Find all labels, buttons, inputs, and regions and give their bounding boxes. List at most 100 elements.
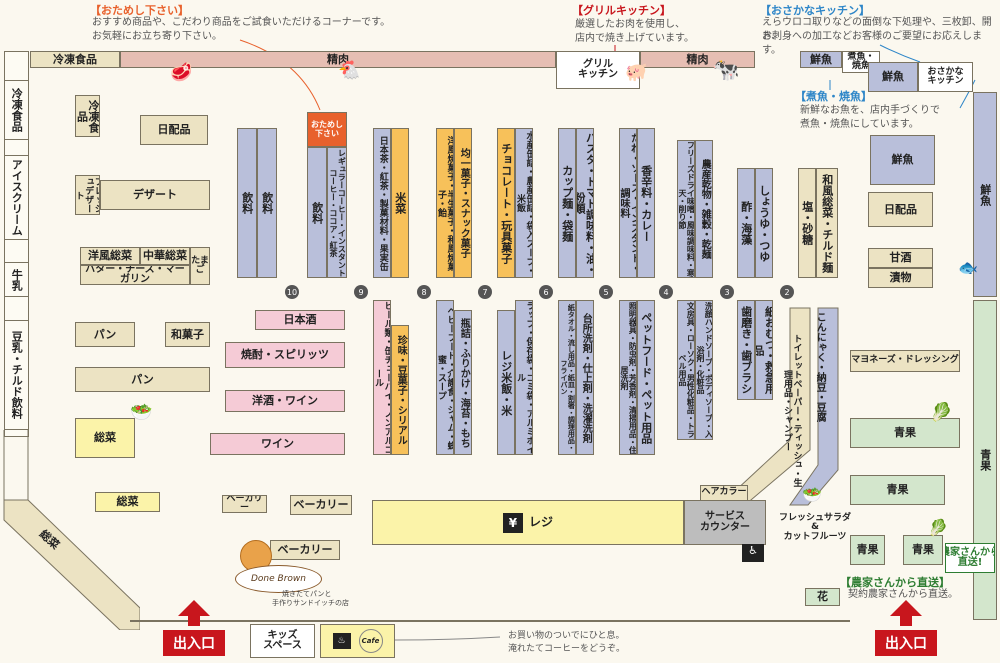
aisle-lighting: 照明器具・防虫剤・芳香剤・清掃用品・住居洗剤 (619, 300, 637, 455)
grill-note-title: 【グリルキッチン】 (572, 4, 671, 17)
aisle-spices: 香辛料・カレー (637, 128, 655, 278)
wall-meat-2: 精肉 (640, 51, 755, 68)
aisle-chinmi: 珍味・豆菓子・シリアル (391, 325, 409, 455)
cafe-logo: Cafe (358, 629, 383, 653)
wall-soy-milk: 豆乳・チルド飲料 (4, 320, 29, 430)
bakery-note-1: 焼きたてパンと (282, 590, 332, 598)
konnyaku-tofu: こんにゃく・納豆・豆腐 (814, 312, 826, 422)
bakery-note-2: 手作りサンドイッチの店 (272, 599, 349, 607)
aisle-baby-food: ベビーフード・介護食・ジャム・蜂蜜・スープ (436, 300, 454, 455)
western-sozai: 洋風総菜 (80, 247, 140, 265)
aisle-vinegar: 酢・海藻 (737, 168, 755, 278)
produce-illustration: 🥬 (930, 402, 953, 423)
wagashi: 和菓子 (165, 322, 210, 347)
toilet-paper: トイレットペーパー・ティッシュ・生理用品・シャンプー (782, 333, 802, 487)
fresh-fish: 鮮魚 (870, 135, 935, 185)
hair-color: ヘアカラー (700, 485, 748, 501)
aisle-number-7: 7 (478, 285, 492, 299)
pig-illustration: 🐖 (625, 62, 648, 83)
wall-frozen-top: 冷凍食品 (30, 51, 120, 68)
service-person-icon: ♿ (742, 544, 764, 562)
right-entrance[interactable]: 出入口 (875, 630, 937, 656)
aisle-drinks-1: 飲料 (237, 128, 257, 278)
aisle-number-8: 8 (417, 285, 431, 299)
fresh-salad: フレッシュサラダ & カットフルーツ (778, 512, 851, 542)
wall-fish-right: 鮮魚 (973, 92, 997, 297)
aisle-number-10: 10 (285, 285, 299, 299)
aisle-freeze-dry: フリーズドライ味噌・風味調味料・寒天・削り節 (677, 140, 695, 278)
aisle-rice-snack: 米菜 (391, 128, 409, 278)
produce-2: 青果 (850, 475, 945, 505)
amazake: 甘酒 (868, 248, 933, 268)
nizakana-note-line2: 煮魚・焼魚にしています。 (800, 119, 919, 130)
wall-fish-2: 鮮魚 (868, 62, 918, 92)
right-entrance-arrow (890, 600, 922, 616)
aisle-rice: レジ米飯・米 (497, 310, 515, 455)
meat-illustration: 🥩 (170, 62, 193, 83)
front-wall (130, 620, 850, 622)
aisle-snacks: 均一菓子・スナック菓子 (454, 128, 472, 278)
produce-4: 青果 (903, 535, 943, 565)
diagonal-shelves (718, 307, 839, 506)
farmer-badge: 農家さんから 直送! (945, 543, 995, 573)
aisle-bottled: 瓶詰・ふりかけ・海苔・もち (454, 310, 472, 455)
service-counter: サービス カウンター (684, 500, 766, 545)
aisle-wrap: ラップ・保存袋・ゴミ袋・アルミホイル (515, 300, 533, 455)
daily-goods-2: 日配品 (868, 192, 933, 227)
grill-kitchen: グリル キッチン (556, 51, 640, 89)
bakery-1: ベーカリー (290, 495, 352, 515)
aisle-baked-sweets: 洋風焼菓子・半生菓子・和風焼菓子・飴 (436, 128, 454, 278)
aisle-soy-sauce: しょうゆ・つゆ (755, 168, 773, 278)
cafe-seat-icon: ♨ (332, 633, 351, 649)
aisle-japanese-sozai: 和風総菜・チルド麺 (816, 168, 838, 278)
cow-illustration: 🐄 (712, 58, 740, 83)
fish-kitchen-note-line1: えらウロコ取りなどの面倒な下処理や、三枚卸、開き、 (762, 17, 992, 42)
register: ¥ レジ (372, 500, 684, 545)
register-label: レジ (528, 515, 553, 530)
cafe-note-line1: お買い物のついでにひと息。 (508, 631, 625, 641)
aisle-coffee: レギュラーコーヒー・インスタントコーヒー・ココア・紅茶 (327, 147, 347, 278)
aisle-toothbrush: 歯磨き・歯ブラシ (737, 300, 755, 400)
aisle-drinks-3: 飲料 (307, 147, 327, 278)
salad-illustration: 🥗 (802, 485, 822, 504)
aisle-drinks-2: 飲料 (257, 128, 277, 278)
aisle-stationery: 文房具・ローソク・男性化粧品・トラベル用品 (677, 300, 695, 440)
wall-fish-1: 鮮魚 (800, 51, 842, 68)
right-entrance-arrow-stem (900, 616, 912, 626)
aisle-number-6: 6 (539, 285, 553, 299)
sozai-2: 総菜 (95, 492, 160, 512)
wine-shelf: ワイン (210, 433, 345, 455)
produce-3: 青果 (850, 535, 885, 565)
bakery-small: ベーカリー (222, 495, 267, 513)
western-liquor-shelf: 洋酒・ワイン (225, 390, 345, 412)
wall-frozen-food: 冷凍食品 (4, 80, 29, 140)
left-entrance[interactable]: 出入口 (163, 630, 225, 656)
bread-1: パン (75, 322, 135, 347)
shochu-shelf: 焼酎・スピリッツ (225, 342, 345, 368)
aisle-cup-noodles: カップ麺・袋麺 (558, 128, 576, 278)
fish-kitchen: おさかな キッチン (918, 62, 973, 92)
fish-kitchen-note-title: 【おさかなキッチン】 (760, 4, 870, 17)
fish-kitchen-note-line2: お刺身への加工などお客様のご要望にお応えします。 (762, 31, 982, 56)
bread-2: パン (75, 367, 210, 392)
aisle-detergent: 台所洗剤・仕上剤・洗濯洗剤 (576, 300, 594, 455)
produce-1: 青果 (850, 418, 960, 448)
sozai-1: 総菜 (75, 418, 135, 458)
aisle-dried-goods: 農産乾物・雑穀・乾麺 (695, 140, 713, 278)
chinese-sozai: 中華総菜 (140, 247, 190, 265)
nizakana-note-line1: 新鮮なお魚を、店内手づくりで (800, 105, 940, 116)
left-entrance-arrow (178, 600, 210, 616)
aisle-canned: 水産缶詰・農産缶詰・袋入スープ・米飯 (515, 128, 533, 278)
aisle-number-4: 4 (659, 285, 673, 299)
farmers-note-title: 【農家さんから直送】 (840, 576, 950, 589)
pickles: 漬物 (868, 268, 933, 288)
yen-icon: ¥ (502, 512, 523, 533)
butter-cheese: バター・チーズ・マーガリン (80, 265, 190, 285)
cafe-space: ♨ Cafe (320, 624, 395, 658)
aisle-number-5: 5 (599, 285, 613, 299)
wall-icecream: アイスクリーム (4, 155, 29, 240)
aisle-diapers: 紙おむつ・救急用品 (755, 300, 773, 400)
tasting-note-line1: おすすめ商品や、こだわり商品をご試食いただけるコーナーです。 (92, 17, 391, 28)
